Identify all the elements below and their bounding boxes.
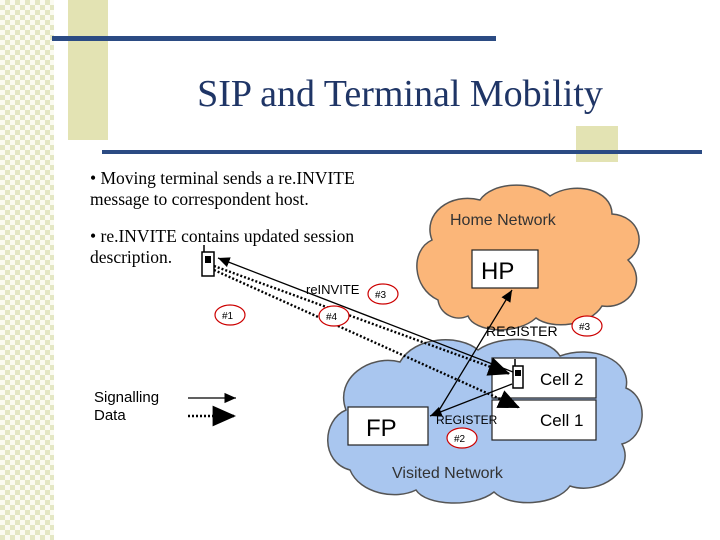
title-top-bar bbox=[52, 36, 496, 41]
home-network-label: Home Network bbox=[450, 212, 557, 229]
tag-1: #1 bbox=[214, 304, 246, 326]
tag-3-reinvite: #3 bbox=[367, 283, 399, 305]
hp-box bbox=[471, 249, 539, 289]
svg-text:#2: #2 bbox=[454, 434, 466, 445]
tag-4: #4 bbox=[318, 305, 350, 327]
svg-text:#1: #1 bbox=[222, 311, 234, 322]
reinvite-arrow bbox=[217, 257, 514, 373]
checker-border bbox=[0, 0, 54, 540]
reinvite-label: reINVITE bbox=[306, 282, 360, 297]
legend-signalling-label: Signalling bbox=[94, 389, 159, 406]
fp-label: FP bbox=[366, 415, 397, 442]
tag-2: #2 bbox=[446, 427, 478, 449]
svg-text:#3: #3 bbox=[375, 290, 387, 301]
cell2-label: Cell 2 bbox=[540, 370, 583, 389]
register-top-label: REGISTER bbox=[486, 323, 558, 339]
svg-text:#4: #4 bbox=[326, 312, 338, 323]
visited-network-label: Visited Network bbox=[392, 465, 504, 482]
tag-3-register: #3 bbox=[571, 315, 603, 337]
cell1-label: Cell 1 bbox=[540, 411, 583, 430]
bullet-2: • re.INVITE contains updated session des… bbox=[90, 226, 355, 267]
bullet-1: • Moving terminal sends a re.INVITE mess… bbox=[90, 168, 355, 209]
register-to-hp-arrow bbox=[437, 289, 513, 413]
fp-box bbox=[347, 406, 429, 446]
svg-text:#3: #3 bbox=[579, 322, 591, 333]
tan-block-right bbox=[576, 126, 618, 162]
slide-title: SIP and Terminal Mobility bbox=[197, 73, 603, 115]
hp-label: HP bbox=[481, 258, 514, 285]
mobile-terminal-new bbox=[512, 359, 524, 389]
mobile-terminal-old bbox=[201, 245, 215, 277]
legend-data-label: Data bbox=[94, 407, 126, 424]
title-bottom-bar bbox=[102, 150, 702, 154]
register-bottom-label: REGISTER bbox=[436, 413, 498, 427]
tan-block-top bbox=[68, 0, 108, 140]
register-to-fp-arrow bbox=[429, 383, 513, 417]
data-flow-to-cell2 bbox=[213, 264, 511, 376]
